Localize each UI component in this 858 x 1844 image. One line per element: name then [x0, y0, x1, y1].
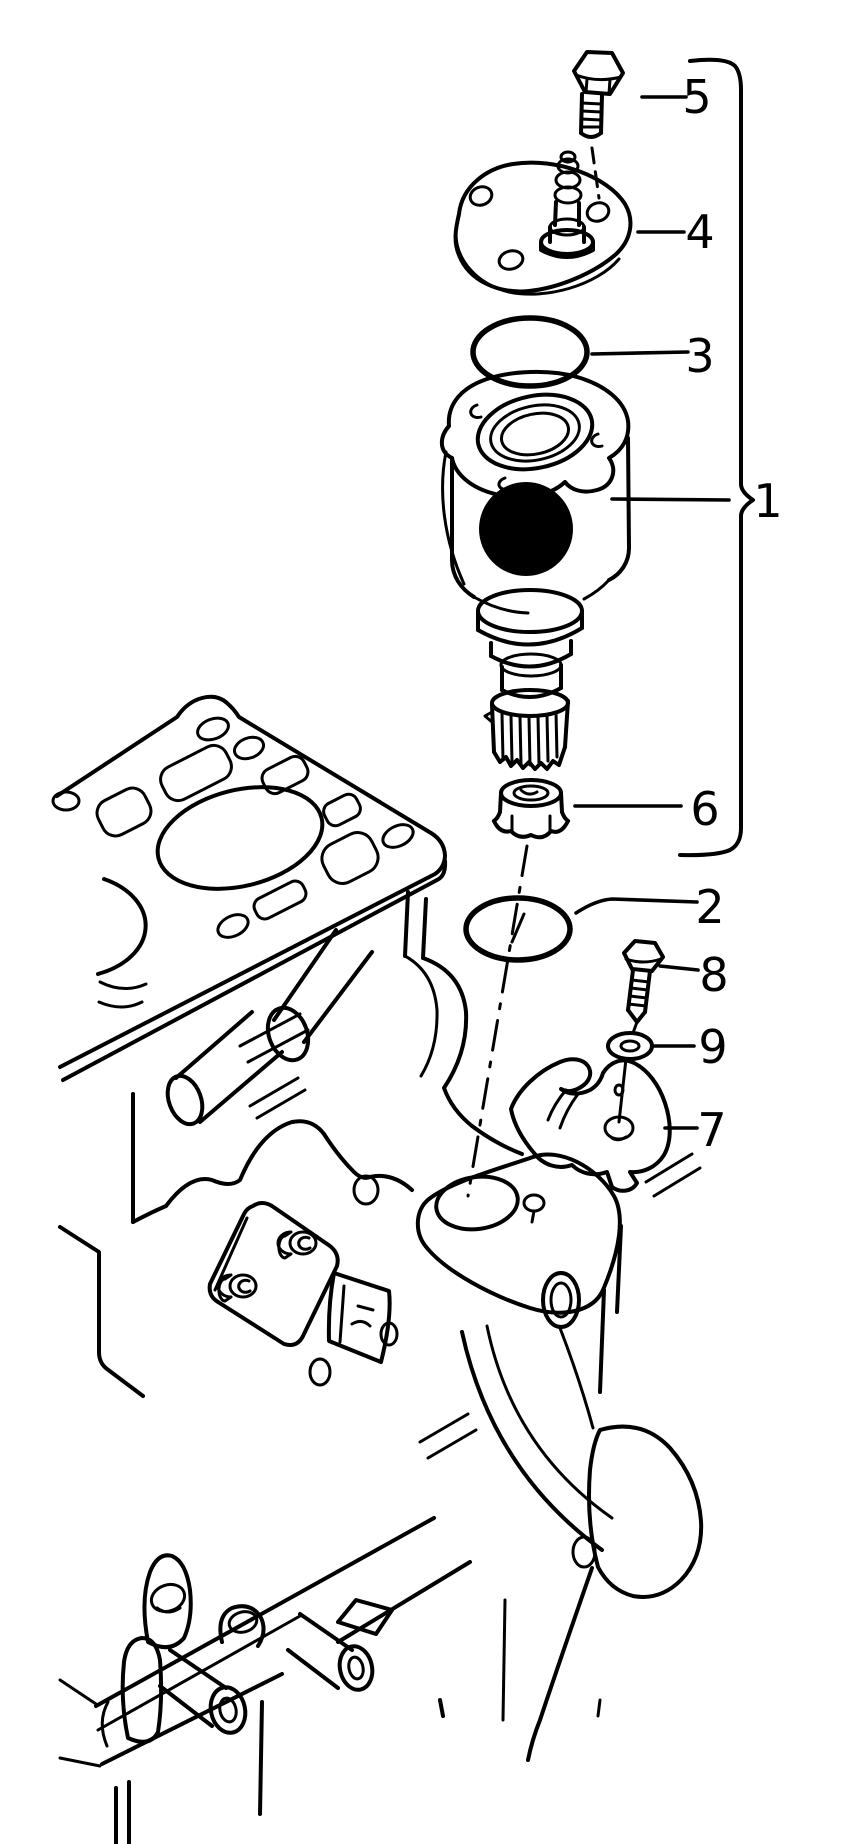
- part-o-ring-upper: [470, 315, 590, 389]
- part-washer: [606, 1031, 654, 1124]
- blackout-dot: [479, 482, 573, 576]
- part-hex-bolt-top: [572, 50, 625, 200]
- callout-5: 5: [682, 70, 712, 124]
- part-o-ring-lower: [463, 895, 573, 963]
- engine-block: [51, 694, 704, 1844]
- part-drive-nut: [492, 778, 570, 840]
- callout-9: 9: [698, 1020, 728, 1074]
- callout-7: 7: [697, 1103, 727, 1157]
- part-pump-assembly: [439, 369, 631, 771]
- part-retaining-fork: [509, 1057, 672, 1193]
- part-hex-bolt-lower: [622, 939, 665, 1035]
- leader-lines: [573, 95, 731, 1130]
- callout-8: 8: [699, 948, 729, 1002]
- callout-2: 2: [695, 880, 725, 934]
- callout-3: 3: [685, 329, 715, 383]
- callout-4: 4: [685, 205, 715, 259]
- callout-1: 1: [753, 474, 783, 528]
- part-cover-flange: [453, 150, 633, 296]
- assembly-centerline: [466, 844, 529, 1198]
- callout-brace: [678, 57, 755, 858]
- callout-6: 6: [690, 782, 720, 836]
